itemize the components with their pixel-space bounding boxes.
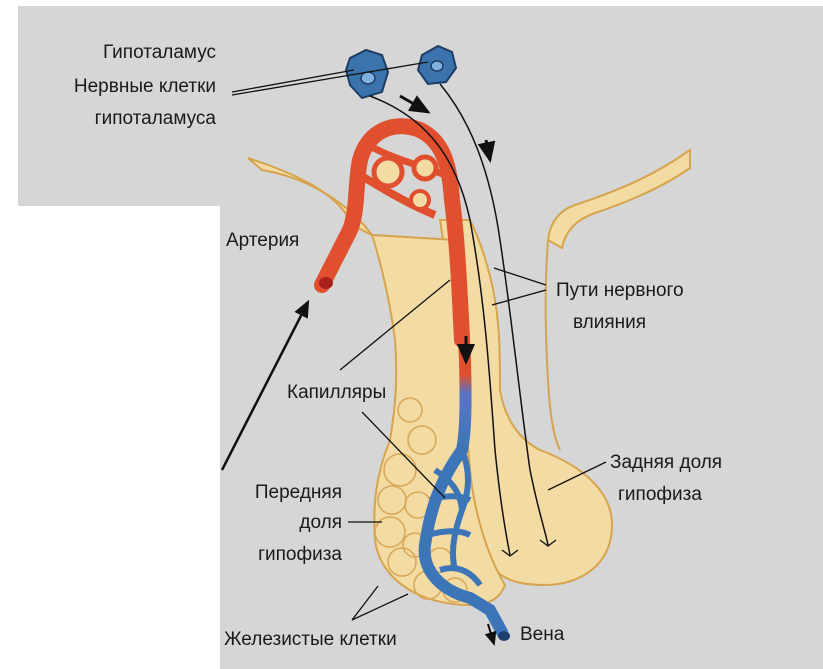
label-neurons-line2: гипоталамуса [95,108,217,129]
label-anterior-line3: гипофиза [258,544,342,565]
artery-opening [319,277,333,289]
portal-vessel [462,300,466,450]
vein-opening [498,631,510,641]
label-anterior-line2: доля [299,512,342,533]
label-nerve-paths-line1: Пути нервного [556,280,684,301]
label-capillaries: Капилляры [287,382,386,403]
label-neurons-line1: Нервные клетки [74,76,216,97]
label-posterior-line2: гипофиза [618,484,702,505]
label-posterior-line1: Задняя доля [610,452,722,473]
label-glandular-cells: Железистые клетки [224,629,397,650]
label-anterior-line1: Передняя [255,482,342,503]
label-nerve-paths-line2: влияния [573,312,646,333]
label-vein: Вена [520,624,565,645]
label-artery: Артерия [226,230,299,251]
label-hypothalamus: Гипоталамус [103,42,216,63]
